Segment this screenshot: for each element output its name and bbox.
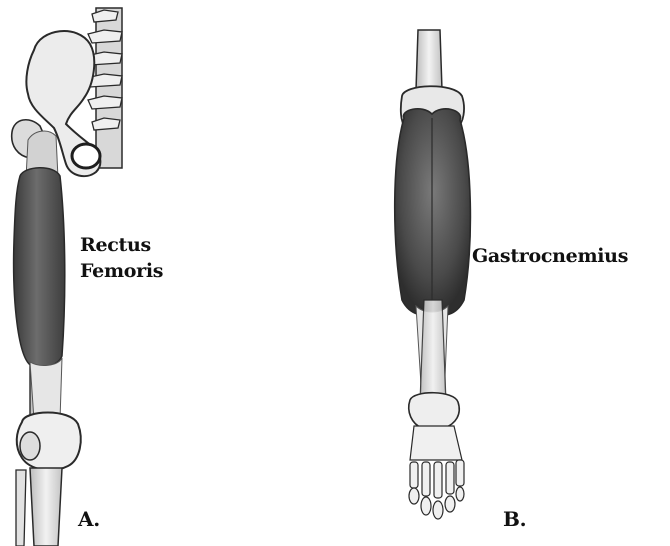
fibula (16, 470, 26, 546)
femur-distal (416, 30, 442, 90)
obturator-foramen (72, 144, 100, 168)
panel-a-letter: A. (78, 507, 100, 531)
rectus-label-line1: Rectus (80, 233, 151, 257)
rectus-label-line2: Femoris (80, 259, 163, 283)
panel-a-thigh: Rectus Femoris A. (0, 0, 330, 546)
thigh-illustration (0, 0, 330, 546)
ankle (409, 393, 459, 428)
panel-b-calf: Gastrocnemius B. (330, 0, 670, 546)
tibia (30, 468, 62, 546)
patella (20, 432, 40, 460)
distal-tendon (30, 358, 62, 420)
calf-illustration (330, 0, 670, 546)
panel-b-letter: B. (503, 507, 526, 531)
foot (409, 426, 464, 519)
gastrocnemius-label: Gastrocnemius (472, 244, 628, 268)
rectus-femoris-muscle (14, 168, 65, 368)
tibia-b (420, 300, 446, 402)
